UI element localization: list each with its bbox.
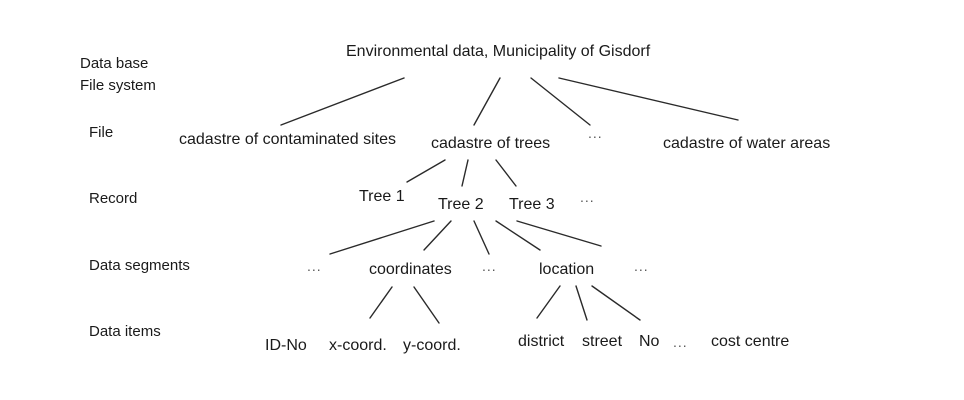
level-label-database: Data base: [80, 55, 149, 72]
edge-tree2-location: [495, 220, 541, 251]
record-node-tree2: Tree 2: [438, 196, 484, 213]
edge-location-no: [591, 285, 641, 321]
edge-root-contaminated: [280, 77, 405, 126]
root-node: Environmental data, Municipality of Gisd…: [346, 43, 651, 60]
item-node-y: y-coord.: [403, 337, 461, 354]
item-node-cost: cost centre: [711, 333, 790, 350]
record-node-ellipsis: ...: [580, 189, 595, 205]
edge-root-water: [558, 77, 739, 121]
edge-trees-tree3: [495, 159, 517, 187]
level-label-segments: Data segments: [89, 257, 190, 274]
edge-tree2-ellipsis-right: [516, 220, 602, 247]
edge-coordinates-y: [413, 286, 440, 324]
file-node-water: cadastre of water areas: [663, 135, 831, 152]
level-label-record: Record: [89, 190, 138, 207]
item-node-no: No: [639, 333, 660, 350]
record-node-tree1: Tree 1: [359, 188, 405, 205]
edge-location-street: [575, 285, 588, 321]
edge-root-ellipsis: [530, 77, 591, 126]
segment-node-ellipsis-right: ...: [634, 258, 649, 274]
edge-trees-tree1: [406, 159, 446, 183]
edge-location-district: [536, 285, 561, 319]
item-node-street: street: [582, 333, 623, 350]
item-node-district: district: [518, 333, 565, 350]
edge-trees-tree2: [461, 159, 469, 187]
segment-node-ellipsis-left: ...: [307, 258, 322, 274]
segment-node-coordinates: coordinates: [369, 261, 452, 278]
item-node-ellipsis: ...: [673, 334, 688, 350]
segment-node-ellipsis-mid: ...: [482, 258, 497, 274]
level-label-filesystem: File system: [80, 77, 156, 94]
edge-tree2-ellipsis-left: [329, 220, 435, 255]
level-label-file: File: [89, 124, 114, 141]
edge-tree2-ellipsis-mid: [473, 220, 490, 255]
edge-tree2-coordinates: [423, 220, 452, 251]
file-node-contaminated: cadastre of contaminated sites: [179, 131, 397, 148]
item-node-x: x-coord.: [329, 337, 387, 354]
edge-coordinates-x: [369, 286, 393, 319]
item-node-id: ID-No: [265, 337, 307, 354]
level-label-items: Data items: [89, 323, 161, 340]
record-node-tree3: Tree 3: [509, 196, 555, 213]
file-node-ellipsis: ...: [588, 125, 603, 141]
edge-root-trees: [473, 77, 501, 126]
file-node-trees: cadastre of trees: [431, 135, 551, 152]
segment-node-location: location: [539, 261, 595, 278]
